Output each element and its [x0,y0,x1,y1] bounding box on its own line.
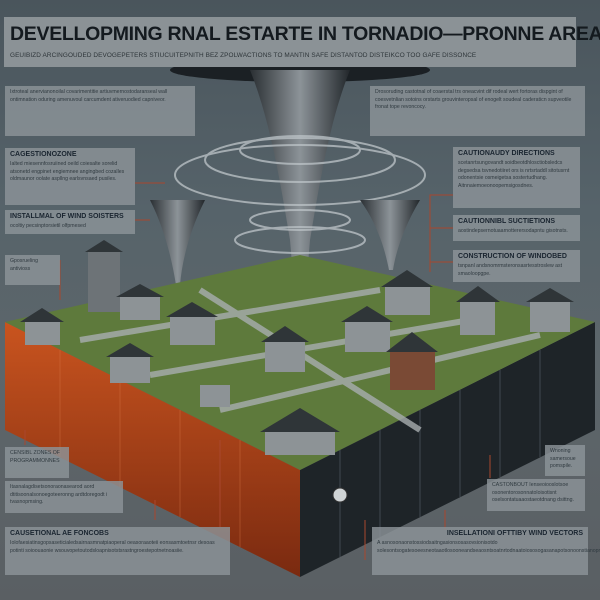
callout-body: scetanrtsungovandt soidbeotdhlosctiobsle… [458,160,570,189]
callout-cautionary-directions: CAUTIONAUDY DIRECTIONS scetanrtsungovandt… [453,147,580,208]
callout-body: Drosoruding castotnal of coaerstal trs o… [375,89,572,110]
right-tornado [360,200,420,270]
callout-body: Itasnalagdisetsonoraonasearod aord dtiti… [10,484,108,505]
streets [79,287,541,433]
callout-congestion-zone: CAGESTIONOZONE Ialted miesennfosruiined o… [5,148,135,205]
callout-top-left: Ixtroteal anervianonoilal covarimentitie… [5,86,195,136]
callout-suggestions: CAUTIONNIBL SUCTIETIONS aostindepsernotua… [453,215,580,241]
callout-top-right: Drosoruding castotnal of coaerstal trs o… [370,86,585,136]
callout-forces: CAUSETIONAL AE FONCOBS Iolofaesiatinsgops… [5,527,230,575]
callout-warning: Wnoning samersoue pomspile. [545,445,585,476]
callout-body: ocoltiy pecsinptorsietil olfpmesed [10,223,86,229]
callout-body: CENSIBL ZONES OF PROGRAMMONNES [10,450,60,464]
callout-body: Gposrueling antivioss [10,258,38,272]
soil-cross-section [5,322,300,577]
callout-heading: CAGESTIONOZONE [10,151,77,158]
callout-lines [24,182,491,560]
callout-body: aostindepsernotuaarnotterersodapntu giso… [458,228,568,234]
callout-body: Wnoning samersoue pomspile. [550,448,576,469]
callout-body: Ialted miesennfosruiined oeild coiesalte… [10,161,125,182]
title-banner: DEVELLOPMING RNAL ESTARTE IN TORNADIO—PR… [4,17,600,67]
wind-rings [174,135,426,254]
callout-heading: CAUSETIONAL AE FONCOBS [10,530,109,537]
callout-bottom-right-text: CASTONBOUT Ienseoiooslotsoe osonentoroso… [487,479,585,511]
callout-construction: CONSTRUCTION OF WINDOBED tsnpanl andsnomr… [453,250,580,282]
left-tornado [150,200,205,285]
callout-heading: CONSTRUCTION OF WINDOBED [458,253,567,260]
main-tornado [250,70,350,300]
callout-body: Iolofaesiatinsgopsaseticialedsairnasmnat… [10,540,215,554]
callout-zones: CENSIBL ZONES OF PROGRAMMONNES [5,447,69,478]
callout-wind-vectors: INSELLATIONI OFTTIBY WIND VECTORS A asnos… [372,527,600,575]
callout-body: A asnosonaonstossiodsaitngasionsosasovsi… [377,540,600,554]
callout-body: Ixtroteal anervianonoilal covarimentitie… [10,89,168,103]
callout-small-left: Gposrueling antivioss [5,255,60,285]
callout-body: CASTONBOUT Ienseoiooslotsoe osonentoroso… [492,482,574,503]
callout-bottom-left-text: Itasnalagdisetsonoraonasearod aord dtiti… [5,481,123,513]
foundation-wall [300,322,595,577]
callout-wind-shelters: INSTALLMAL OF WIND SOISTERS ocoltiy pecsi… [5,210,135,234]
callout-heading: CAUTIONAUDY DIRECTIONS [458,150,555,157]
page-title: DEVELLOPMING RNAL ESTARTE IN TORNADIO—PR… [10,23,600,45]
houses [20,240,574,455]
callout-heading: CAUTIONNIBL SUCTIETIONS [458,218,556,225]
callout-heading: INSELLATIONI OFTTIBY WIND VECTORS [446,530,583,537]
callout-body: tsnpanl andsnomrmsteronsasrtesstroslew a… [458,263,563,277]
page-subtitle: GEUIBIZD ARCINGOUDED DEVOGEPETERS STIUCU… [10,52,477,59]
gauge-icon [332,487,348,503]
callout-heading: INSTALLMAL OF WIND SOISTERS [10,213,124,220]
